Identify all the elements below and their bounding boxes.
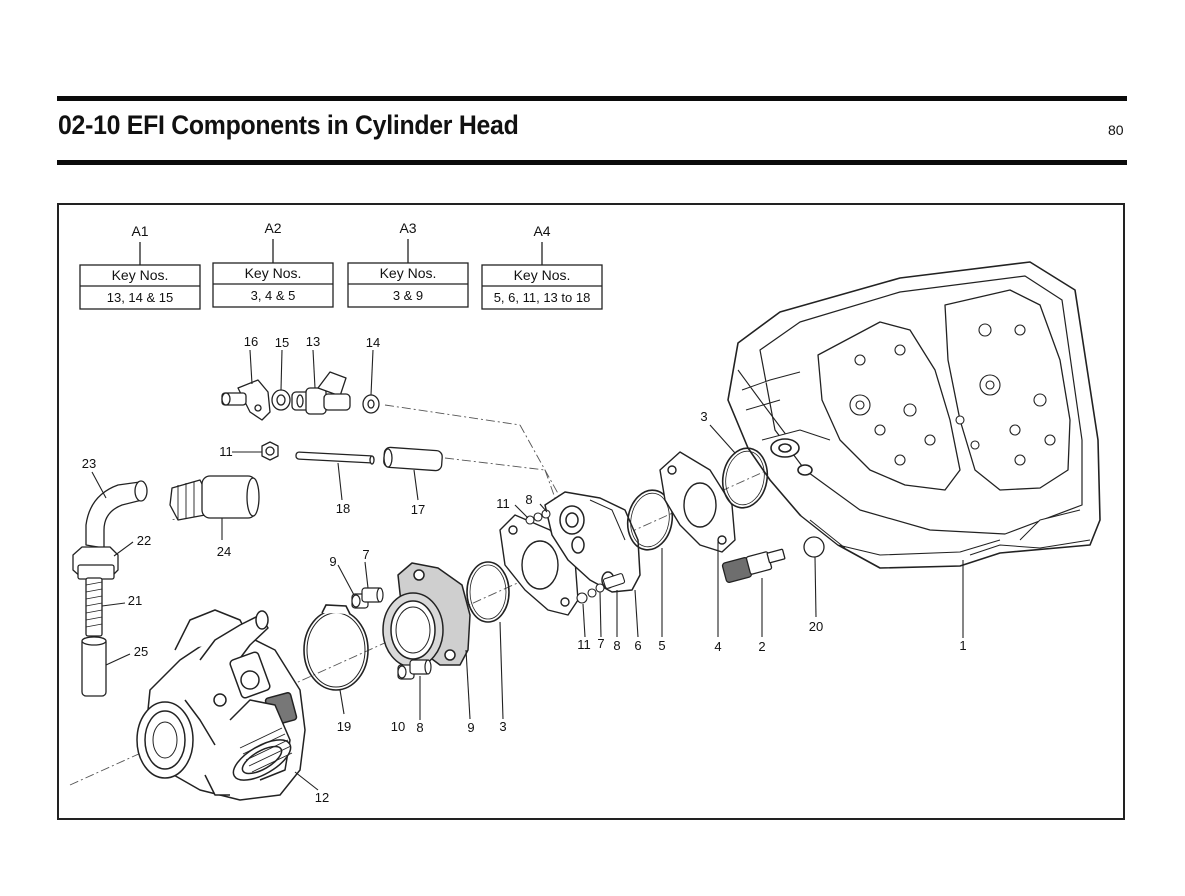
callout-7-upper: 7 [362,547,369,562]
kit-group-a3-id: A3 [399,220,416,236]
injector-housing [544,491,641,593]
leader-lines [91,349,964,791]
header-rule-bottom [57,160,1127,165]
callout-18: 18 [336,501,350,516]
callout-3-upper: 3 [700,409,707,424]
callout-4: 4 [714,639,721,654]
intake-adapter [382,562,471,668]
callout-16: 16 [244,334,258,349]
gasket-flange [499,514,579,616]
callout-6: 6 [634,638,641,653]
callout-1: 1 [959,638,966,653]
throttle-body [136,609,306,801]
kit-group-a2: A2 Key Nos. 3, 4 & 5 [212,220,334,308]
callout-5: 5 [658,638,665,653]
rod-and-sleeve [295,446,443,472]
callout-8-upper: 8 [525,492,532,507]
cylinder-head [727,261,1101,569]
crankcase-breather-group [72,475,260,697]
header-rule-top [57,96,1127,101]
callout-15: 15 [275,335,289,350]
callout-20: 20 [809,619,823,634]
callout-11-left: 11 [219,444,233,459]
page-number: 80 [1108,122,1124,138]
callout-24: 24 [217,544,231,559]
callout-17: 17 [411,502,425,517]
kit-group-a1-header: Key Nos. [112,267,169,283]
temperature-sensor [721,548,786,583]
callout-3-lower: 3 [499,719,506,734]
callout-23: 23 [82,456,96,471]
kit-group-a3-header: Key Nos. [380,265,437,281]
hose-clamp [303,604,369,691]
callout-13: 13 [306,334,320,349]
kit-group-a3-keys: 3 & 9 [393,288,423,303]
kit-group-a4-id: A4 [533,223,550,239]
callout-11-upper: 11 [496,496,510,511]
kit-group-a1-keys: 13, 14 & 15 [107,290,174,305]
kit-group-a1: A1 Key Nos. 13, 14 & 15 [79,223,201,310]
callout-7-lower: 7 [597,636,604,651]
kit-group-a2-keys: 3, 4 & 5 [251,288,296,303]
o-ring-lower [466,561,510,623]
kit-group-a4-keys: 5, 6, 11, 13 to 18 [494,290,591,305]
callout-19: 19 [337,719,351,734]
callout-11-lower: 11 [577,637,591,652]
callout-21: 21 [128,593,142,608]
callout-25: 25 [134,644,148,659]
callout-14: 14 [366,335,380,350]
callout-8-lower: 8 [416,720,423,735]
kit-group-a2-header: Key Nos. [245,265,302,281]
fuel-injector-group [221,371,380,461]
kit-group-a2-id: A2 [264,220,281,236]
kit-group-a3: A3 Key Nos. 3 & 9 [347,220,469,308]
callout-22: 22 [137,533,151,548]
callout-10: 10 [391,719,405,734]
o-ring-upper [721,447,769,509]
sealing-ball [803,536,825,558]
diagram-frame [57,203,1125,820]
kit-group-a4-header: Key Nos. [514,267,571,283]
callout-9-lower: 9 [467,720,474,735]
adapter-screws [351,587,432,680]
callout-2: 2 [758,639,765,654]
o-ring-5 [626,489,674,551]
callout-9-upper: 9 [329,554,336,569]
callout-8-right: 8 [613,638,620,653]
spacer-plate [659,451,736,553]
kit-group-a1-id: A1 [131,223,148,239]
kit-group-a4: A4 Key Nos. 5, 6, 11, 13 to 18 [481,223,603,310]
callout-12: 12 [315,790,329,805]
page-title: 02-10 EFI Components in Cylinder Head [58,110,519,140]
housing-fasteners [525,509,626,604]
